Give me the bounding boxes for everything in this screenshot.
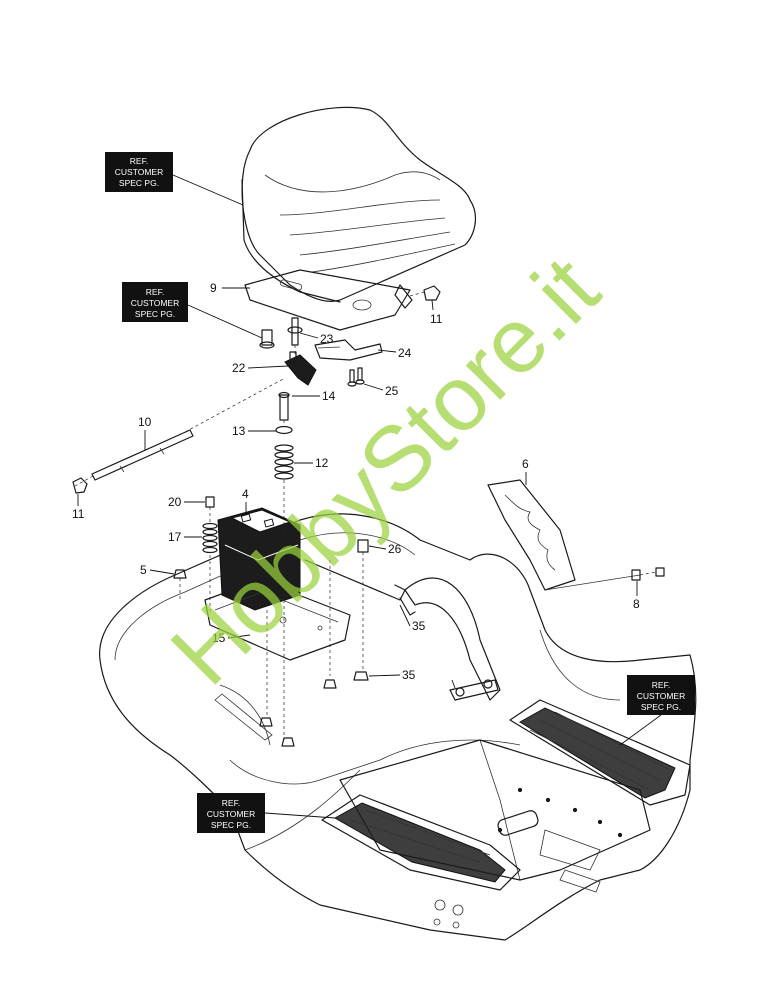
callout-14: 13	[232, 424, 246, 438]
svg-text:REF.: REF.	[222, 798, 240, 808]
callout-11-top: 11	[430, 312, 443, 326]
battery-hold-down	[304, 559, 416, 616]
battery	[217, 507, 301, 611]
callout-13: 14	[322, 389, 336, 403]
battery-tray	[204, 579, 351, 661]
fender-arch	[404, 577, 501, 701]
seat-bracket	[314, 339, 383, 361]
callout-16: 17	[168, 530, 182, 544]
svg-text:REF.: REF.	[146, 287, 164, 297]
nut-lower-mid	[259, 717, 273, 727]
callout-5: 5	[140, 563, 147, 577]
assembly-lines	[74, 291, 657, 740]
svg-text:REF.: REF.	[130, 156, 148, 166]
callout-9: 9	[210, 281, 217, 295]
bolt-17	[205, 496, 215, 508]
bolt-13	[278, 391, 290, 421]
seat	[241, 106, 477, 303]
nut-5	[173, 569, 187, 579]
callout-11-bottom: 11	[72, 507, 85, 521]
callout-26: 35	[402, 668, 416, 682]
svg-text:SPEC PG.: SPEC PG.	[641, 702, 681, 712]
ref-box-right-foot-pad: REF. CUSTOMER SPEC PG.	[619, 675, 695, 746]
right-foot-pad	[509, 699, 691, 806]
ref-box-seat-bolt: REF. CUSTOMER SPEC PG.	[122, 282, 263, 339]
watermark: HobbyStore.it	[152, 238, 618, 704]
seat-mounting-plate	[244, 269, 413, 331]
bracket-bolts	[347, 367, 365, 387]
ref-box-left-foot-pad: REF. CUSTOMER SPEC PG.	[197, 793, 336, 833]
nut-26	[353, 671, 369, 681]
callout-24: 35	[412, 619, 426, 633]
callout-6: 6	[522, 457, 529, 471]
nut-11	[72, 477, 88, 494]
cable-8	[544, 567, 665, 591]
callout-8: 8	[633, 597, 640, 611]
fender-body	[99, 513, 697, 941]
nut-lower-left	[323, 679, 337, 689]
bolt-25	[357, 539, 369, 553]
pivot-rod	[91, 429, 194, 481]
seat-adjust-knob	[423, 285, 441, 301]
callout-15: 15	[212, 631, 226, 645]
spring-12	[274, 444, 294, 480]
callout-12: 12	[315, 456, 329, 470]
left-foot-pad	[321, 794, 521, 891]
svg-text:CUSTOMER: CUSTOMER	[207, 809, 256, 819]
svg-text:CUSTOMER: CUSTOMER	[131, 298, 180, 308]
svg-text:SPEC PG.: SPEC PG.	[211, 820, 251, 830]
callout-25: 26	[388, 542, 402, 556]
nut-lower-bottom	[281, 737, 295, 747]
svg-text:SPEC PG.: SPEC PG.	[119, 178, 159, 188]
linkage-35	[449, 679, 499, 701]
svg-text:SPEC PG.: SPEC PG.	[135, 309, 175, 319]
spring-16	[202, 522, 218, 554]
callout-21: 23	[320, 332, 334, 346]
callout-22: 24	[398, 346, 412, 360]
callouts: 9 11 23 24 22 25 14 10 13 12 11 4 20 6 1…	[72, 281, 640, 689]
seat-bolt	[287, 317, 303, 346]
seat-bolt-left	[259, 329, 275, 349]
ref-box-seat: REF. CUSTOMER SPEC PG.	[105, 152, 244, 206]
callout-4: 4	[242, 487, 249, 501]
callout-23: 25	[385, 384, 399, 398]
seat-switch	[284, 351, 317, 386]
svg-text:CUSTOMER: CUSTOMER	[637, 691, 686, 701]
callout-17: 20	[168, 495, 182, 509]
height-adjust-plate	[487, 479, 576, 591]
svg-text:REF.: REF.	[652, 680, 670, 690]
svg-text:CUSTOMER: CUSTOMER	[115, 167, 164, 177]
callout-10: 10	[138, 415, 152, 429]
washer-14	[275, 425, 293, 435]
callout-20: 22	[232, 361, 246, 375]
